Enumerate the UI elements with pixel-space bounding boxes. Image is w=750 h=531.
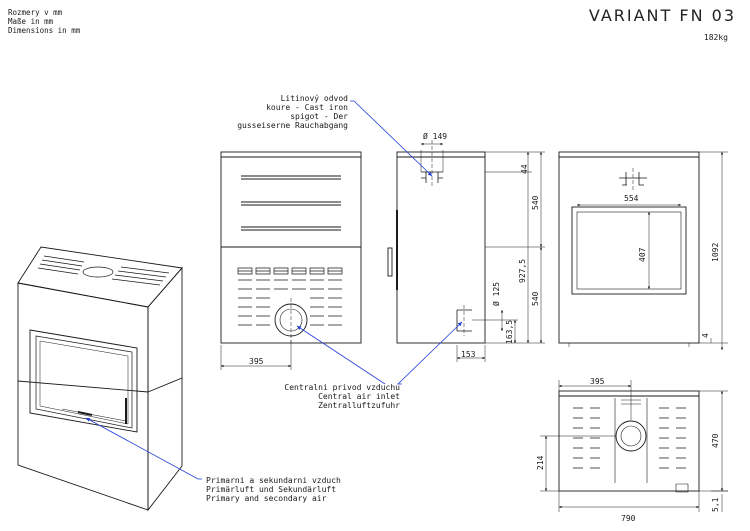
dim-flue-offset: 44	[520, 164, 529, 174]
plan-air-inlet	[615, 420, 647, 452]
iso-view	[17, 246, 183, 512]
front-body	[220, 151, 362, 344]
spigot-line-1: Litinový odvod	[281, 94, 349, 103]
spigot-line-4: gusseiserne Rauchabgang	[237, 121, 348, 130]
dim-total-height: 1092	[711, 243, 720, 262]
front-vent-grid	[237, 267, 343, 326]
plan-vent-grid	[573, 407, 686, 469]
dim-plan-depth: 470	[711, 433, 720, 448]
dim-glass-height: 407	[638, 247, 647, 262]
central-air-line-3: Zentralluftzufuhr	[318, 401, 400, 410]
central-air-leader	[397, 321, 463, 385]
iso-side-face	[147, 266, 183, 512]
spigot-leader	[350, 100, 433, 177]
central-air-line-1: Centralni privod vzduchu	[284, 383, 400, 392]
dim-front-width: 395	[249, 357, 264, 366]
primary-air-leader	[85, 417, 202, 480]
dim-air-height: 163,5	[505, 320, 514, 344]
dim-air-offset: 153	[461, 350, 476, 359]
dim-plan-inlet-offset: 214	[536, 455, 545, 470]
central-air-leader-2	[296, 325, 386, 385]
units-line-de: Maße in mm	[8, 17, 54, 26]
primary-air-line-3: Primary and secondary air	[206, 494, 327, 503]
weight-label: 182kg	[703, 33, 728, 42]
glass-view-body	[558, 151, 700, 344]
primary-air-line-2: Primärluft und Sekundärluft	[206, 485, 336, 494]
callout-primary-air: Primarni a sekundarni vzduch Primärluft …	[206, 476, 341, 503]
iso-door	[29, 329, 138, 433]
units-line-en: Dimensions in mm	[8, 26, 81, 35]
dim-side-total: 927,5	[518, 259, 527, 283]
plan-view	[540, 380, 728, 512]
primary-air-line-1: Primarni a sekundarni vzduch	[206, 476, 341, 485]
callout-central-air: Centralni privod vzduchu Central air inl…	[284, 383, 400, 410]
side-body	[396, 151, 486, 344]
dim-air-diameter: Ø 125	[491, 282, 501, 306]
side-view	[387, 140, 545, 362]
dim-plan-small: 5,1	[711, 497, 720, 512]
glass-frame	[571, 206, 687, 295]
front-view	[220, 151, 362, 370]
plan-body	[558, 390, 700, 492]
dim-flue-diameter: Ø 149	[423, 131, 447, 141]
side-air-inlet	[456, 309, 472, 332]
iso-front-face	[17, 282, 149, 511]
front-glass-view	[558, 151, 728, 350]
central-air-line-2: Central air inlet	[318, 392, 400, 401]
drawing-title: VARIANT FN 03	[588, 6, 736, 25]
dim-plan-overall: 790	[621, 514, 636, 523]
iso-top-grille	[37, 255, 170, 286]
dim-foot-height: 4	[701, 333, 710, 338]
dim-upper-height: 540	[531, 195, 540, 210]
units-note: Rozmery v mm Maße in mm Dimensions in mm	[8, 8, 80, 35]
callout-leaders	[85, 100, 463, 480]
side-handle	[387, 247, 393, 277]
spigot-line-3: spigot - Der	[290, 112, 348, 121]
dim-lower-height: 540	[531, 291, 540, 306]
dim-glass-width: 554	[624, 194, 639, 203]
spigot-line-2: koure - Cast iron	[266, 103, 348, 112]
dim-plan-width: 395	[590, 377, 605, 386]
units-line-cz: Rozmery v mm	[8, 8, 63, 17]
callout-spigot: Litinový odvod koure - Cast iron spigot …	[237, 94, 348, 130]
